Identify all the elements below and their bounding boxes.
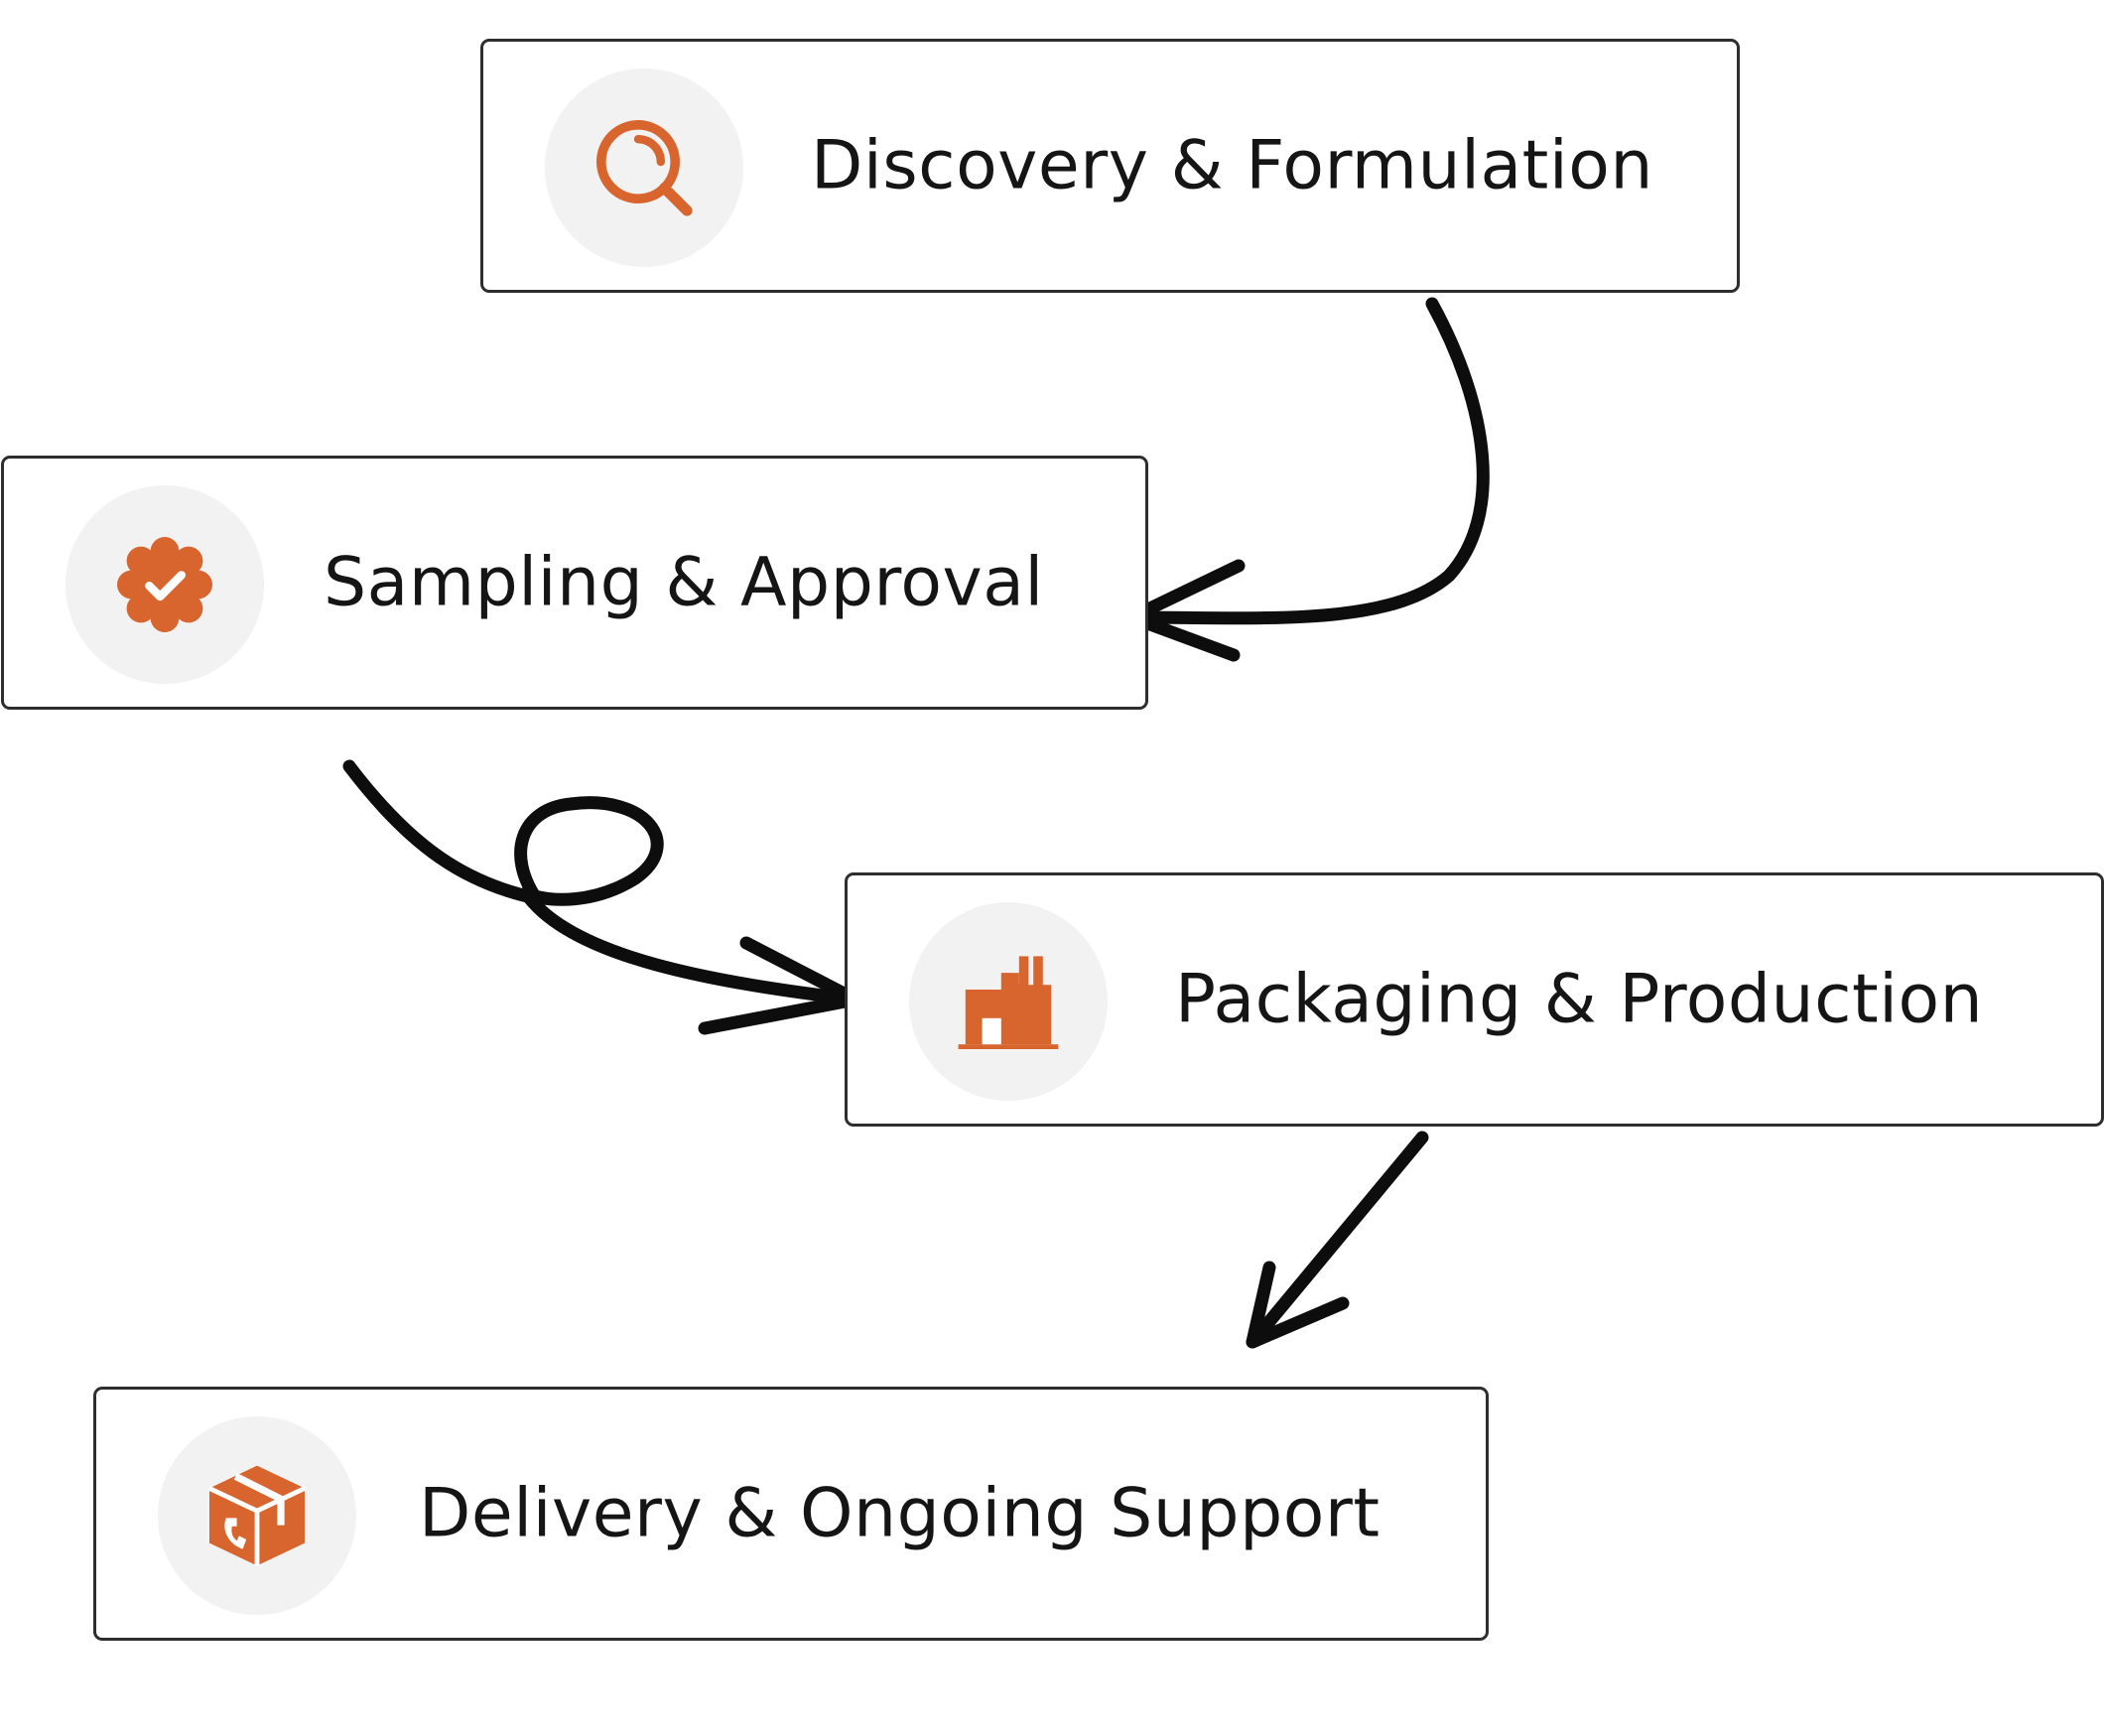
verified-badge-icon [117,537,212,632]
arrow-discovery-to-sampling [1124,297,1490,625]
step-card-discovery: Discovery & Formulation [480,39,1740,293]
arrowhead-sampling-to-packaging [698,936,862,1035]
icon-circle [909,902,1108,1101]
magnifier-icon [596,120,693,216]
icon-circle [158,1416,356,1615]
step-card-delivery: Delivery & Ongoing Support [93,1387,1489,1641]
step-card-packaging: Packaging & Production [845,872,2104,1127]
box-support-icon [207,1465,307,1566]
step-label: Delivery & Ongoing Support [419,1474,1381,1553]
factory-icon [958,956,1059,1049]
step-label: Sampling & Approval [324,543,1044,622]
step-label: Packaging & Production [1175,960,1984,1039]
arrow-sampling-to-packaging [342,759,862,1006]
arrow-packaging-to-delivery [1246,1131,1429,1349]
arrowhead-packaging-to-delivery [1246,1261,1350,1349]
icon-circle [545,68,743,267]
step-card-sampling: Sampling & Approval [1,456,1148,710]
step-label: Discovery & Formulation [811,126,1653,205]
icon-circle [66,485,264,684]
